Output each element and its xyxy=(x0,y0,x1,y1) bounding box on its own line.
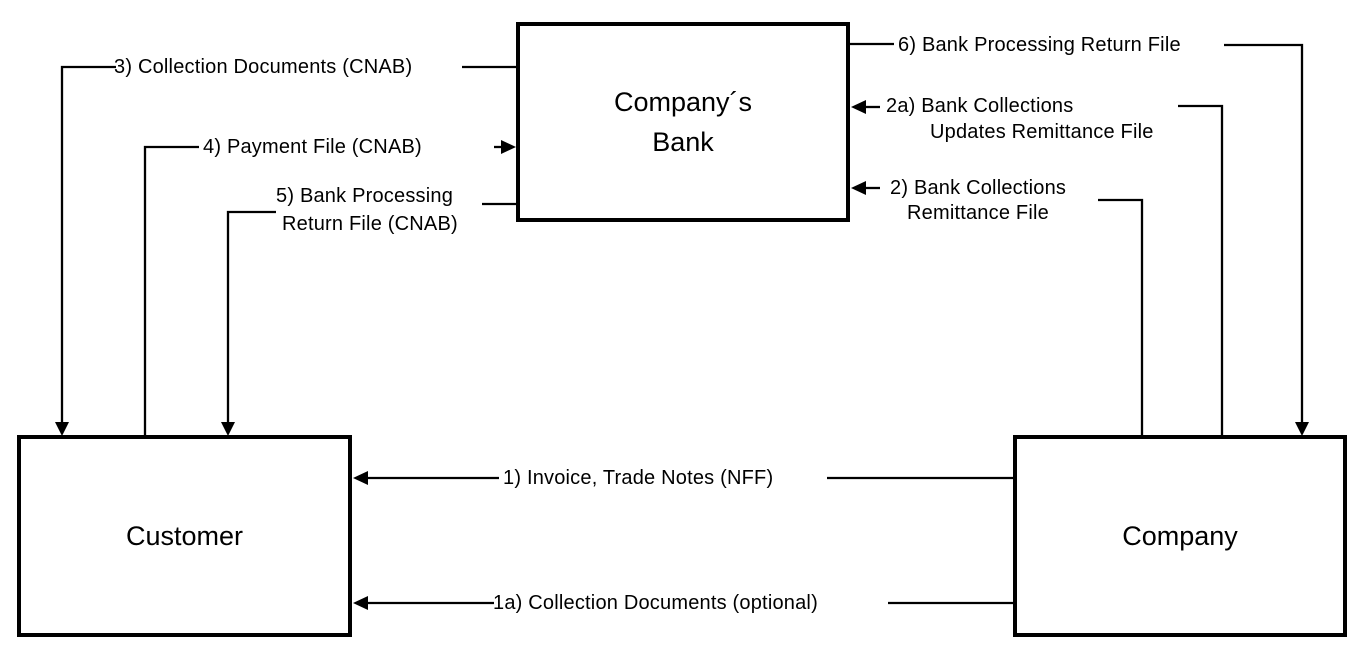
flow-2-label-line2: Remittance File xyxy=(907,202,1049,224)
flow-5-label-line2: Return File (CNAB) xyxy=(282,213,458,235)
flow-1-arrowhead-icon xyxy=(353,471,368,485)
flow-3-arrowhead-icon xyxy=(55,422,69,436)
bank-node: Company´s Bank xyxy=(516,22,850,222)
flow-2-label: 2) Bank Collections Remittance File xyxy=(890,176,1066,226)
flow-2a-label-line2: Updates Remittance File xyxy=(930,121,1154,143)
bank-node-label: Company´s Bank xyxy=(613,87,753,157)
flow-4-label: 4) Payment File (CNAB) xyxy=(203,136,422,158)
flow-4-arrowhead-icon xyxy=(501,140,516,154)
company-node-label: Company xyxy=(1122,521,1238,551)
flow-5-label: 5) Bank Processing Return File (CNAB) xyxy=(276,182,458,238)
flow-2-label-line1: 2) Bank Collections xyxy=(890,177,1067,199)
flow-2a-arrowhead-icon xyxy=(851,100,866,114)
flow-2a-connector xyxy=(851,100,1224,435)
flow-2-arrowhead-icon xyxy=(851,181,866,195)
flow-6-connector xyxy=(850,42,1309,436)
flow-5-arrowhead-icon xyxy=(221,422,235,436)
flow-1a-label: 1a) Collection Documents (optional) xyxy=(493,592,818,614)
flow-1a-connector xyxy=(353,596,1013,610)
flow-4-connector xyxy=(143,140,516,435)
flow-3-connector xyxy=(55,65,516,436)
flow-3-label: 3) Collection Documents (CNAB) xyxy=(114,56,413,78)
flow-1-connector xyxy=(353,471,1013,485)
flow-2-connector xyxy=(851,181,1144,435)
flow-2a-label-line1: 2a) Bank Collections xyxy=(886,95,1074,117)
flow-6-arrowhead-icon xyxy=(1295,422,1309,436)
flow-5-connector xyxy=(221,202,516,436)
company-node: Company xyxy=(1013,435,1347,637)
flow-1a-arrowhead-icon xyxy=(353,596,368,610)
flow-1-label: 1) Invoice, Trade Notes (NFF) xyxy=(503,467,774,489)
flow-2a-label: 2a) Bank Collections Updates Remittance … xyxy=(886,93,1154,145)
flow-5-label-line1: 5) Bank Processing xyxy=(276,185,454,207)
customer-node-label: Customer xyxy=(125,521,244,551)
customer-node: Customer xyxy=(17,435,352,637)
flow-6-label: 6) Bank Processing Return File xyxy=(898,34,1181,56)
